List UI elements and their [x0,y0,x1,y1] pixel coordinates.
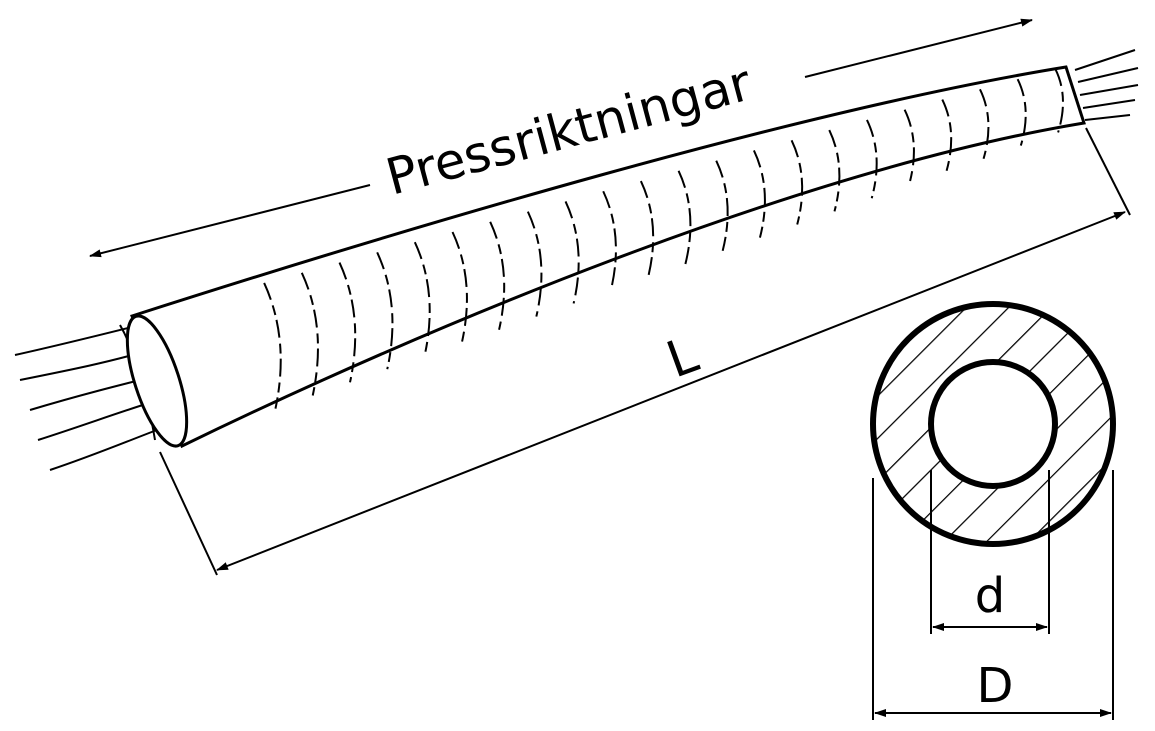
length-dimension-line [216,211,1126,571]
spiral-winding [1016,78,1027,146]
direction-arrow-right [804,18,1033,78]
cross-section [870,301,1116,547]
length-extension-right [1085,127,1131,216]
spiral-winding [828,129,841,212]
length-extension-left [159,451,218,576]
direction-arrow-left [89,184,371,258]
spiral-winding [866,119,878,199]
inner-diameter-label: d [975,568,1005,624]
spiral-winding [941,99,953,173]
spiral-winding [790,139,804,225]
wire-strands-right [1074,49,1139,121]
outer-diameter-dimension [872,470,1114,720]
inner-diameter-dimension [930,470,1050,634]
spiral-winding [903,109,915,186]
spiral-winding [979,88,990,160]
length-label: L [659,325,705,389]
tube-opening [125,314,189,448]
spiral-winding [1054,68,1064,133]
outer-diameter-label: D [977,658,1014,714]
